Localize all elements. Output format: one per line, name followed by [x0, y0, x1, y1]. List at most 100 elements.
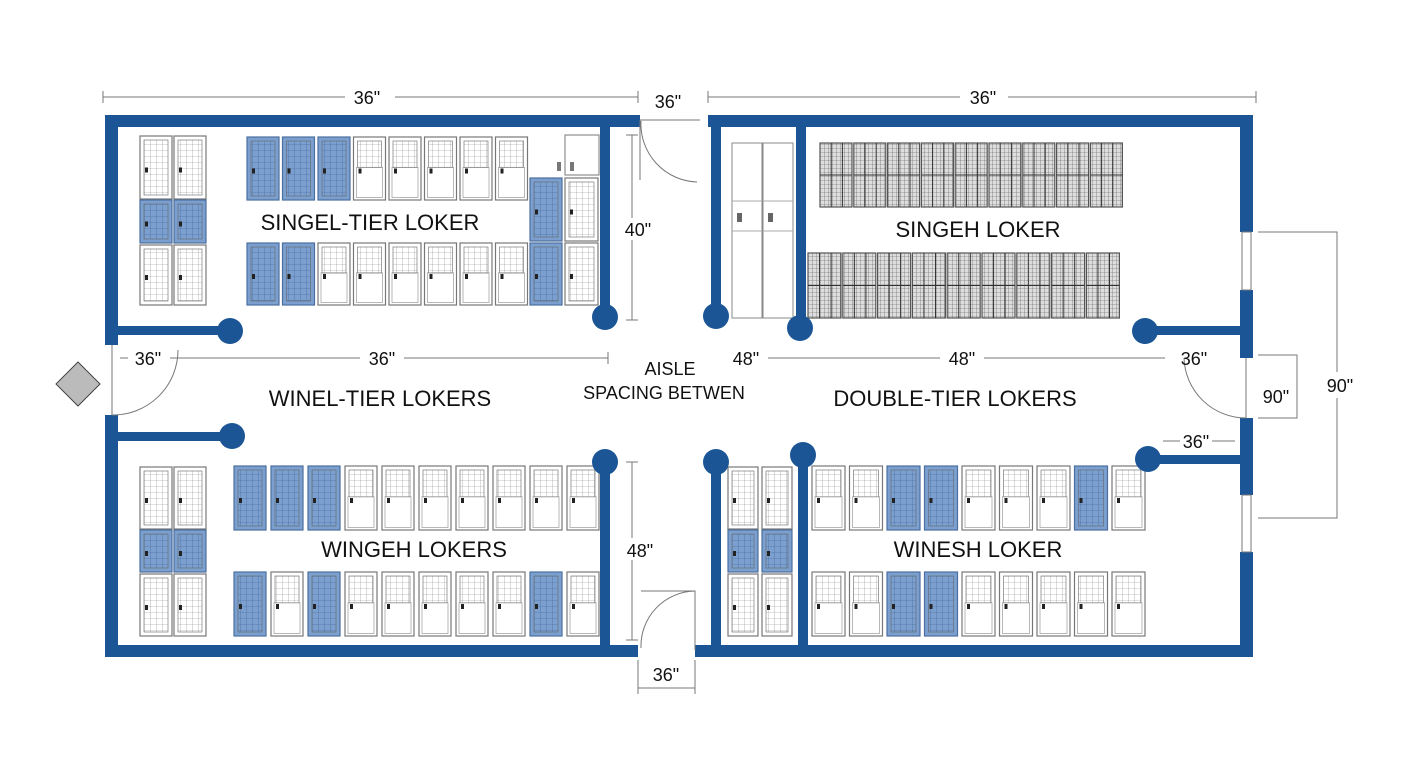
locker[interactable] — [811, 571, 846, 637]
locker[interactable] — [388, 242, 422, 306]
locker-blue[interactable] — [233, 465, 267, 531]
locker[interactable] — [492, 465, 526, 531]
locker[interactable] — [566, 571, 600, 637]
locker[interactable] — [494, 136, 529, 201]
cage-locker[interactable] — [842, 252, 877, 319]
locker-blue[interactable] — [281, 136, 316, 201]
cage-locker[interactable] — [876, 252, 912, 319]
locker[interactable] — [455, 465, 489, 531]
locker[interactable] — [1073, 571, 1109, 637]
locker[interactable] — [1111, 465, 1146, 531]
locker[interactable] — [139, 135, 173, 200]
locker-blue[interactable] — [529, 242, 563, 306]
locker-blue[interactable] — [761, 529, 793, 573]
cage-locker[interactable] — [807, 252, 842, 319]
locker[interactable] — [344, 571, 378, 637]
locker-blue[interactable] — [173, 199, 207, 244]
cage-locker[interactable] — [1089, 142, 1124, 208]
locker[interactable] — [423, 136, 458, 201]
cage-locker[interactable] — [1085, 252, 1121, 319]
locker-blue[interactable] — [923, 571, 959, 637]
locker[interactable] — [173, 466, 207, 530]
tall-double-locker[interactable] — [731, 142, 794, 319]
locker-blue[interactable] — [529, 571, 563, 637]
locker-blue[interactable] — [139, 199, 173, 244]
cage-locker[interactable] — [819, 142, 853, 208]
locker-blue[interactable] — [281, 242, 316, 306]
locker-blue[interactable] — [529, 177, 563, 242]
locker[interactable] — [381, 465, 415, 531]
locker[interactable] — [423, 242, 458, 306]
locker[interactable] — [811, 465, 846, 531]
locker[interactable] — [418, 571, 452, 637]
cage-locker[interactable] — [981, 252, 1016, 319]
locker[interactable] — [761, 573, 793, 637]
locker-blue[interactable] — [1073, 465, 1109, 531]
cage-locker[interactable] — [920, 142, 955, 208]
locker[interactable] — [529, 465, 563, 531]
locker[interactable] — [564, 177, 599, 242]
locker[interactable] — [173, 135, 207, 200]
locker[interactable] — [1036, 465, 1071, 531]
locker-blue[interactable] — [246, 136, 280, 201]
locker[interactable] — [998, 465, 1034, 531]
cage-locker[interactable] — [954, 142, 988, 208]
locker[interactable] — [1036, 571, 1071, 637]
cage-locker[interactable] — [911, 252, 947, 319]
locker[interactable] — [173, 244, 207, 306]
locker[interactable] — [727, 573, 759, 637]
locker-blue[interactable] — [233, 571, 267, 637]
locker[interactable] — [139, 573, 173, 637]
small-cabinet[interactable] — [557, 134, 600, 176]
locker[interactable] — [270, 571, 304, 637]
locker-blue[interactable] — [307, 465, 341, 531]
cage-locker[interactable] — [1050, 252, 1086, 319]
locker-blue[interactable] — [727, 529, 759, 573]
locker[interactable] — [459, 242, 493, 306]
locker-blue[interactable] — [307, 571, 341, 637]
locker[interactable] — [494, 242, 529, 306]
locker[interactable] — [564, 242, 599, 306]
locker-blue[interactable] — [270, 465, 304, 531]
cage-locker[interactable] — [1016, 252, 1051, 319]
label-bottom-left-room: WINGEH LOKERS — [321, 537, 507, 562]
locker-blue[interactable] — [246, 242, 280, 306]
locker[interactable] — [998, 571, 1034, 637]
locker[interactable] — [352, 242, 387, 306]
locker-blue[interactable] — [923, 465, 959, 531]
dim-aisle-gap-top: 40" — [625, 220, 651, 240]
locker[interactable] — [761, 466, 793, 530]
locker[interactable] — [848, 571, 884, 637]
locker[interactable] — [344, 465, 378, 531]
cage-locker[interactable] — [1055, 142, 1090, 208]
locker[interactable] — [961, 465, 996, 531]
locker[interactable] — [566, 465, 600, 531]
cage-locker[interactable] — [1022, 142, 1056, 208]
cage-locker[interactable] — [946, 252, 981, 319]
locker[interactable] — [388, 136, 422, 201]
cage-locker[interactable] — [988, 142, 1022, 208]
locker-blue[interactable] — [886, 465, 921, 531]
locker[interactable] — [381, 571, 415, 637]
locker[interactable] — [317, 242, 351, 306]
doors[interactable] — [55, 119, 1247, 650]
locker-blue[interactable] — [317, 136, 351, 201]
cage-locker[interactable] — [886, 142, 921, 208]
locker[interactable] — [173, 573, 207, 637]
locker[interactable] — [848, 465, 884, 531]
locker[interactable] — [1111, 571, 1146, 637]
locker[interactable] — [492, 571, 526, 637]
label-aisle: AISLE — [644, 359, 695, 379]
cage-locker[interactable] — [853, 142, 887, 208]
locker-blue[interactable] — [173, 529, 207, 573]
locker[interactable] — [459, 136, 493, 201]
locker[interactable] — [455, 571, 489, 637]
locker[interactable] — [961, 571, 996, 637]
locker[interactable] — [352, 136, 387, 201]
locker[interactable] — [418, 465, 452, 531]
locker[interactable] — [727, 466, 759, 530]
locker-blue[interactable] — [886, 571, 921, 637]
locker[interactable] — [139, 244, 173, 306]
locker-blue[interactable] — [139, 529, 173, 573]
locker[interactable] — [139, 466, 173, 530]
